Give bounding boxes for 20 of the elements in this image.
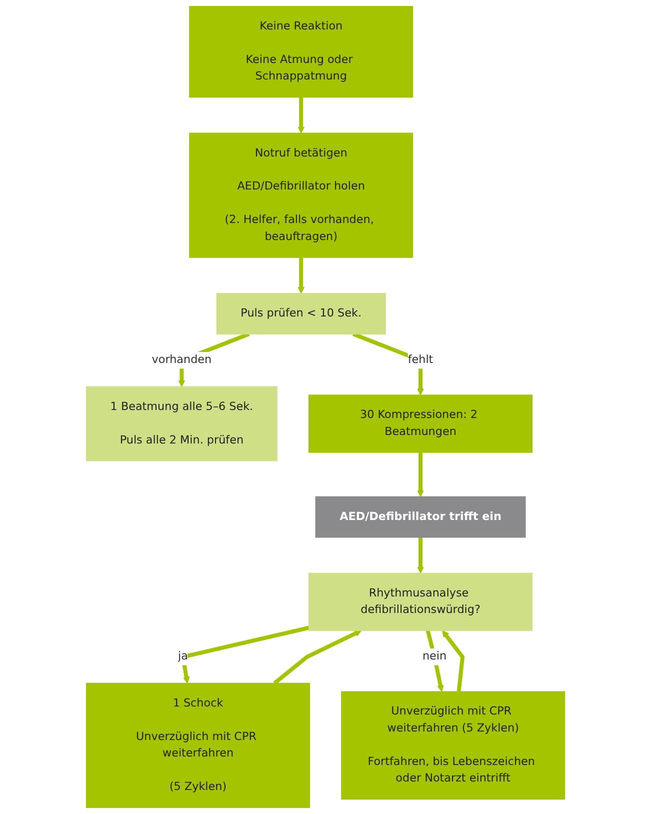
node-box: 30 Kompressionen: 2 Beatmungen — [308, 394, 533, 453]
arrow — [298, 258, 306, 294]
arrow — [417, 537, 424, 574]
node-box: Puls prüfen < 10 Sek. — [216, 293, 386, 334]
node-box: 1 Beatmung alle 5–6 Sek. Puls alle 2 Min. prüfen — [86, 386, 278, 462]
arrow — [274, 630, 362, 685]
arrow — [181, 626, 310, 684]
edge-label: ja — [178, 650, 188, 663]
node-box: Rhythmusanalyse defibrillationswürdig? — [308, 572, 533, 632]
node-box: Keine Reaktion Keine Atmung oder Schnappatmung — [190, 6, 414, 98]
arrow — [442, 630, 466, 692]
node-box: AED/Defibrillator trifft ein — [316, 496, 526, 538]
arrow — [417, 452, 424, 497]
node-box: 1 Schock Unverzüglich mit CPR weiterfahren (5 Zyklen) — [86, 682, 310, 808]
edge-label: nein — [422, 650, 448, 663]
edge-label: vorhanden — [152, 354, 212, 366]
arrow — [298, 97, 306, 134]
node-box: Notruf betätigen AED/Defibrillator holen (2. Helfer, falls vorhanden, beauftragen) — [190, 132, 414, 258]
edge-label: fehlt — [408, 354, 434, 366]
node-box: Unverzüglich mit CPR weiterfahren (5 Zyklen) Fortfahren, bis Lebenszeichen oder Notarzt eintrifft — [342, 691, 566, 800]
